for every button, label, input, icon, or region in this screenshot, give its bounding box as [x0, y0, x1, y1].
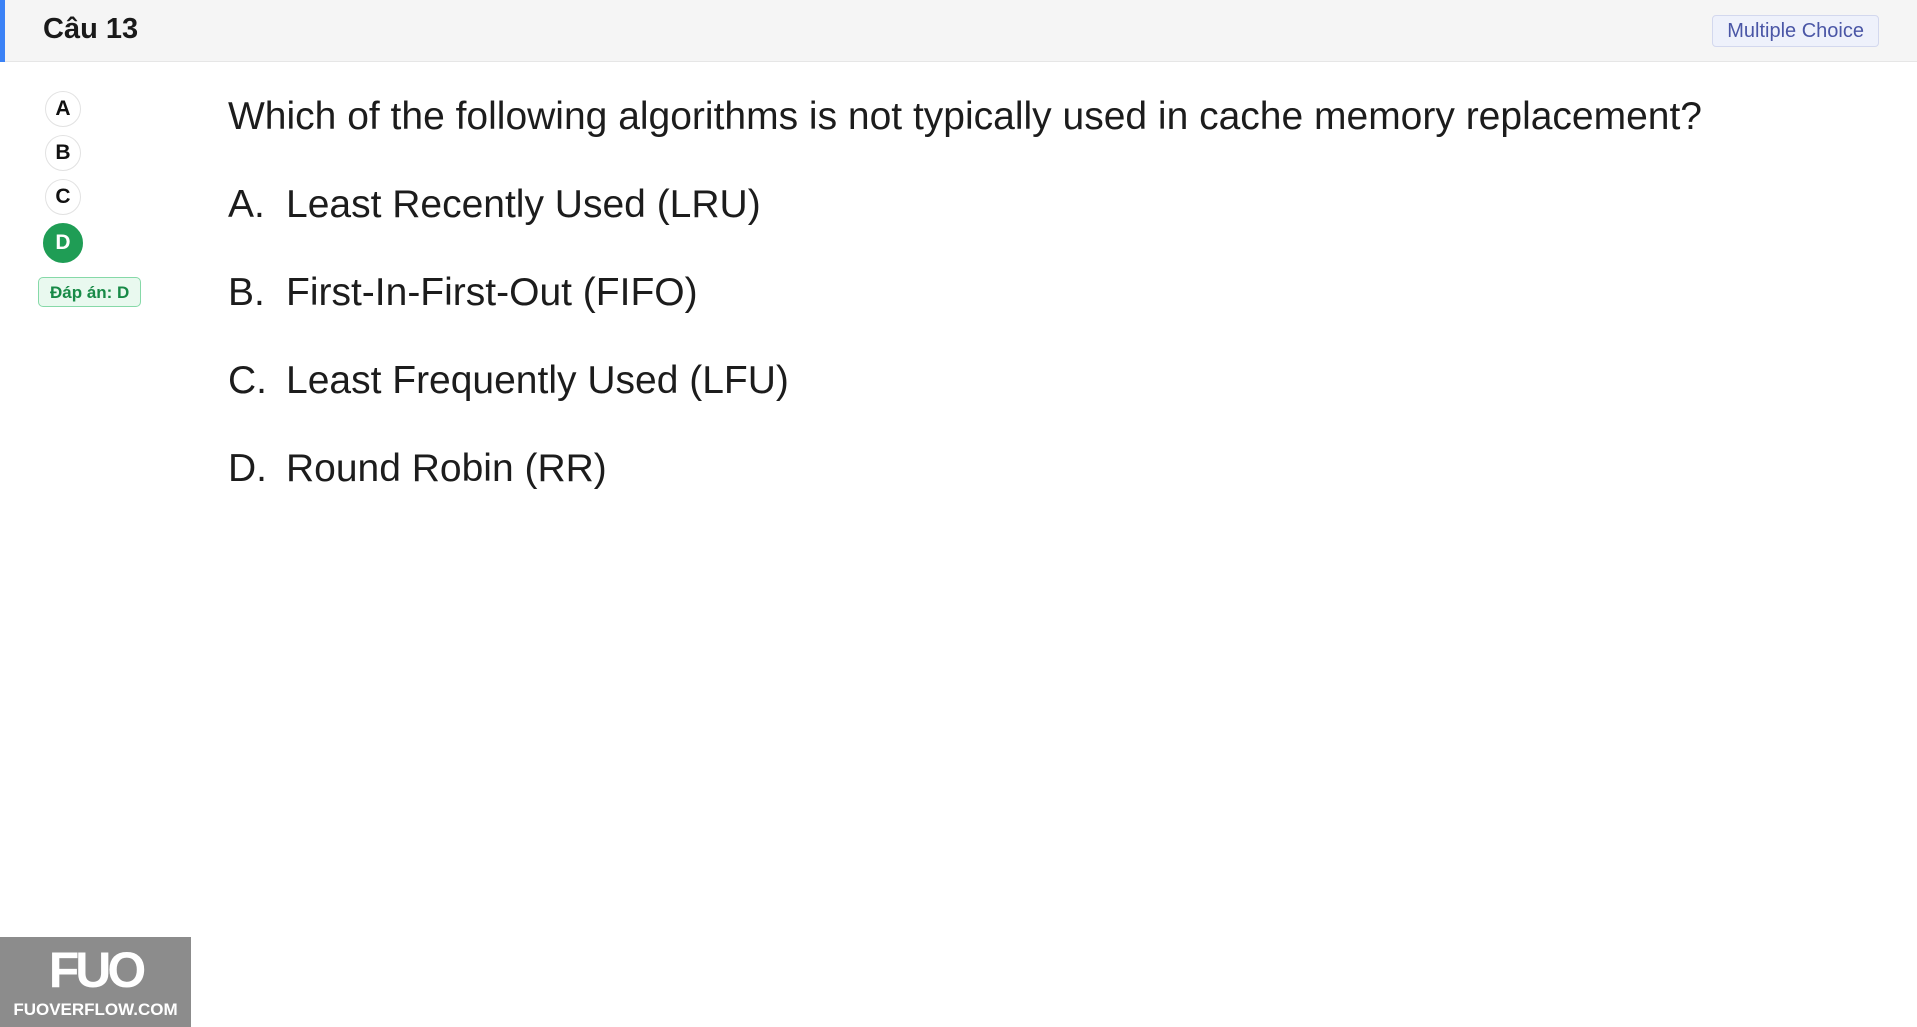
option-d-button[interactable]: D [43, 223, 83, 263]
option-b-button[interactable]: B [45, 135, 81, 171]
question-type-badge: Multiple Choice [1712, 15, 1879, 47]
choice-c: C. Least Frequently Used (LFU) [228, 356, 1702, 406]
header-accent-bar [0, 0, 5, 62]
choice-text: Round Robin (RR) [286, 447, 607, 490]
choice-a: A. Least Recently Used (LRU) [228, 180, 1702, 230]
question-text: Which of the following algorithms is not… [228, 95, 1703, 138]
question-header: Câu 13 Multiple Choice [0, 0, 1917, 62]
question-content: Which of the following algorithms is not… [228, 92, 1702, 532]
watermark-site-text: FUOVERFLOW.COM [13, 1000, 178, 1019]
choice-d: D. Round Robin (RR) [228, 444, 1702, 494]
choice-letter: B. [228, 271, 265, 314]
choice-text: First-In-First-Out (FIFO) [286, 271, 698, 314]
watermark-logo-block: FUO FUOVERFLOW.COM [0, 937, 191, 1027]
choice-letter: C. [228, 359, 267, 402]
choice-text: Least Frequently Used (LFU) [286, 359, 789, 402]
choice-letter: A. [228, 183, 265, 226]
option-c-button[interactable]: C [45, 179, 81, 215]
answer-badge: Đáp án: D [38, 277, 142, 307]
question-number: Câu 13 [43, 13, 139, 45]
watermark-logo: FUO [48, 942, 147, 998]
choice-b: B. First-In-First-Out (FIFO) [228, 268, 1702, 318]
choice-letter: D. [228, 447, 267, 490]
option-a-button[interactable]: A [45, 91, 81, 127]
answer-options-nav: A B C D [43, 91, 85, 271]
choice-text: Least Recently Used (LRU) [286, 183, 761, 226]
